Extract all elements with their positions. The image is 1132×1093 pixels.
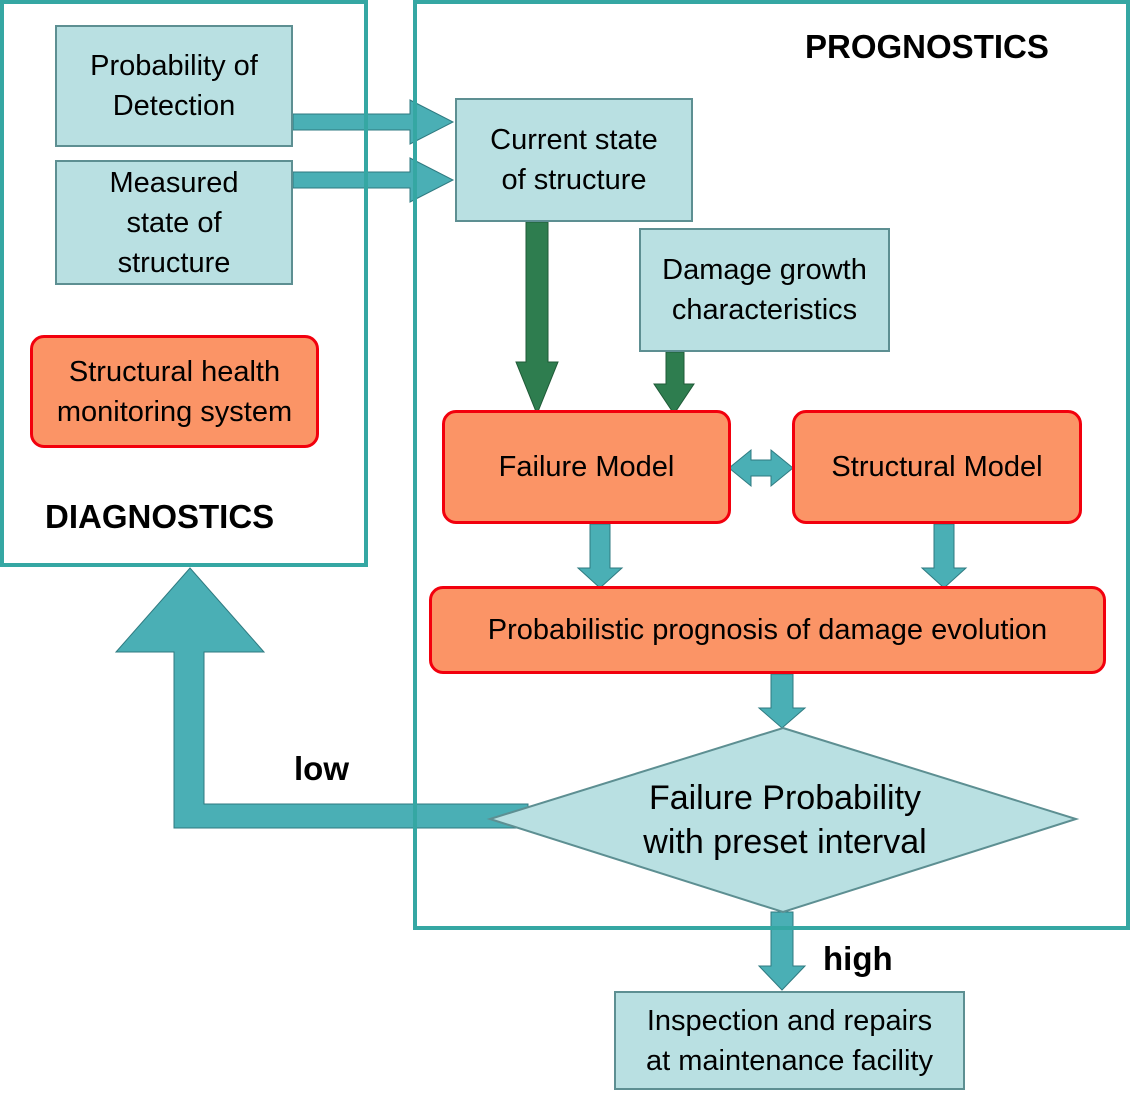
prognostics-panel [413,0,1130,930]
damage-growth-box: Damage growth characteristics [639,228,890,352]
diagnostics-panel [0,0,368,567]
arrow-prognosis-to-failure-probability [757,673,807,729]
arrow-high-to-inspection [757,911,807,991]
current-state-line-2: of structure [501,164,647,196]
probability-of-detection-line-2: Detection [112,90,236,122]
inspection-box: Inspection and repairs at maintenance fa… [614,991,965,1090]
arrow-damage-to-failure [653,351,695,415]
failure-probability-line-2: with preset interval [643,823,927,861]
measured-state-line-3: structure [117,246,231,279]
measured-state-line-2: state of [126,206,222,239]
failure-model-box: Failure Model [442,410,731,524]
measured-state-line-1: Measured [109,166,239,199]
failure-probability-text: Failure Probability with preset interval [585,776,985,864]
shm-system-line-2: monitoring system [56,395,293,428]
high-label: high [823,940,893,977]
current-state-line-1: Current state [490,124,658,156]
probability-of-detection-line-1: Probability of [90,50,258,82]
measured-state-box: Measured state of structure [55,160,293,285]
prognostics-title: PROGNOSTICS [805,28,1049,65]
inspection-line-2: at maintenance facility [646,1044,933,1077]
arrow-current-to-failure [515,221,559,416]
probabilistic-prognosis-box: Probabilistic prognosis of damage evolut… [429,586,1106,674]
failure-probability-line-1: Failure Probability [648,779,922,817]
current-state-box: Current state of structure [455,98,693,222]
damage-growth-line-2: characteristics [671,294,858,326]
structural-model-box: Structural Model [792,410,1082,524]
arrow-low-to-diagnostics [114,567,529,829]
arrow-structural-to-prognosis [920,523,968,589]
low-label: low [294,750,349,787]
probability-of-detection-box: Probability of Detection [55,25,293,147]
shm-system-line-1: Structural health [68,355,281,388]
shm-system-box: Structural health monitoring system [30,335,319,448]
diagnostics-title: DIAGNOSTICS [45,498,275,535]
damage-growth-line-1: Damage growth [662,254,867,286]
arrow-failure-to-prognosis [576,523,624,589]
inspection-line-1: Inspection and repairs [646,1004,933,1037]
